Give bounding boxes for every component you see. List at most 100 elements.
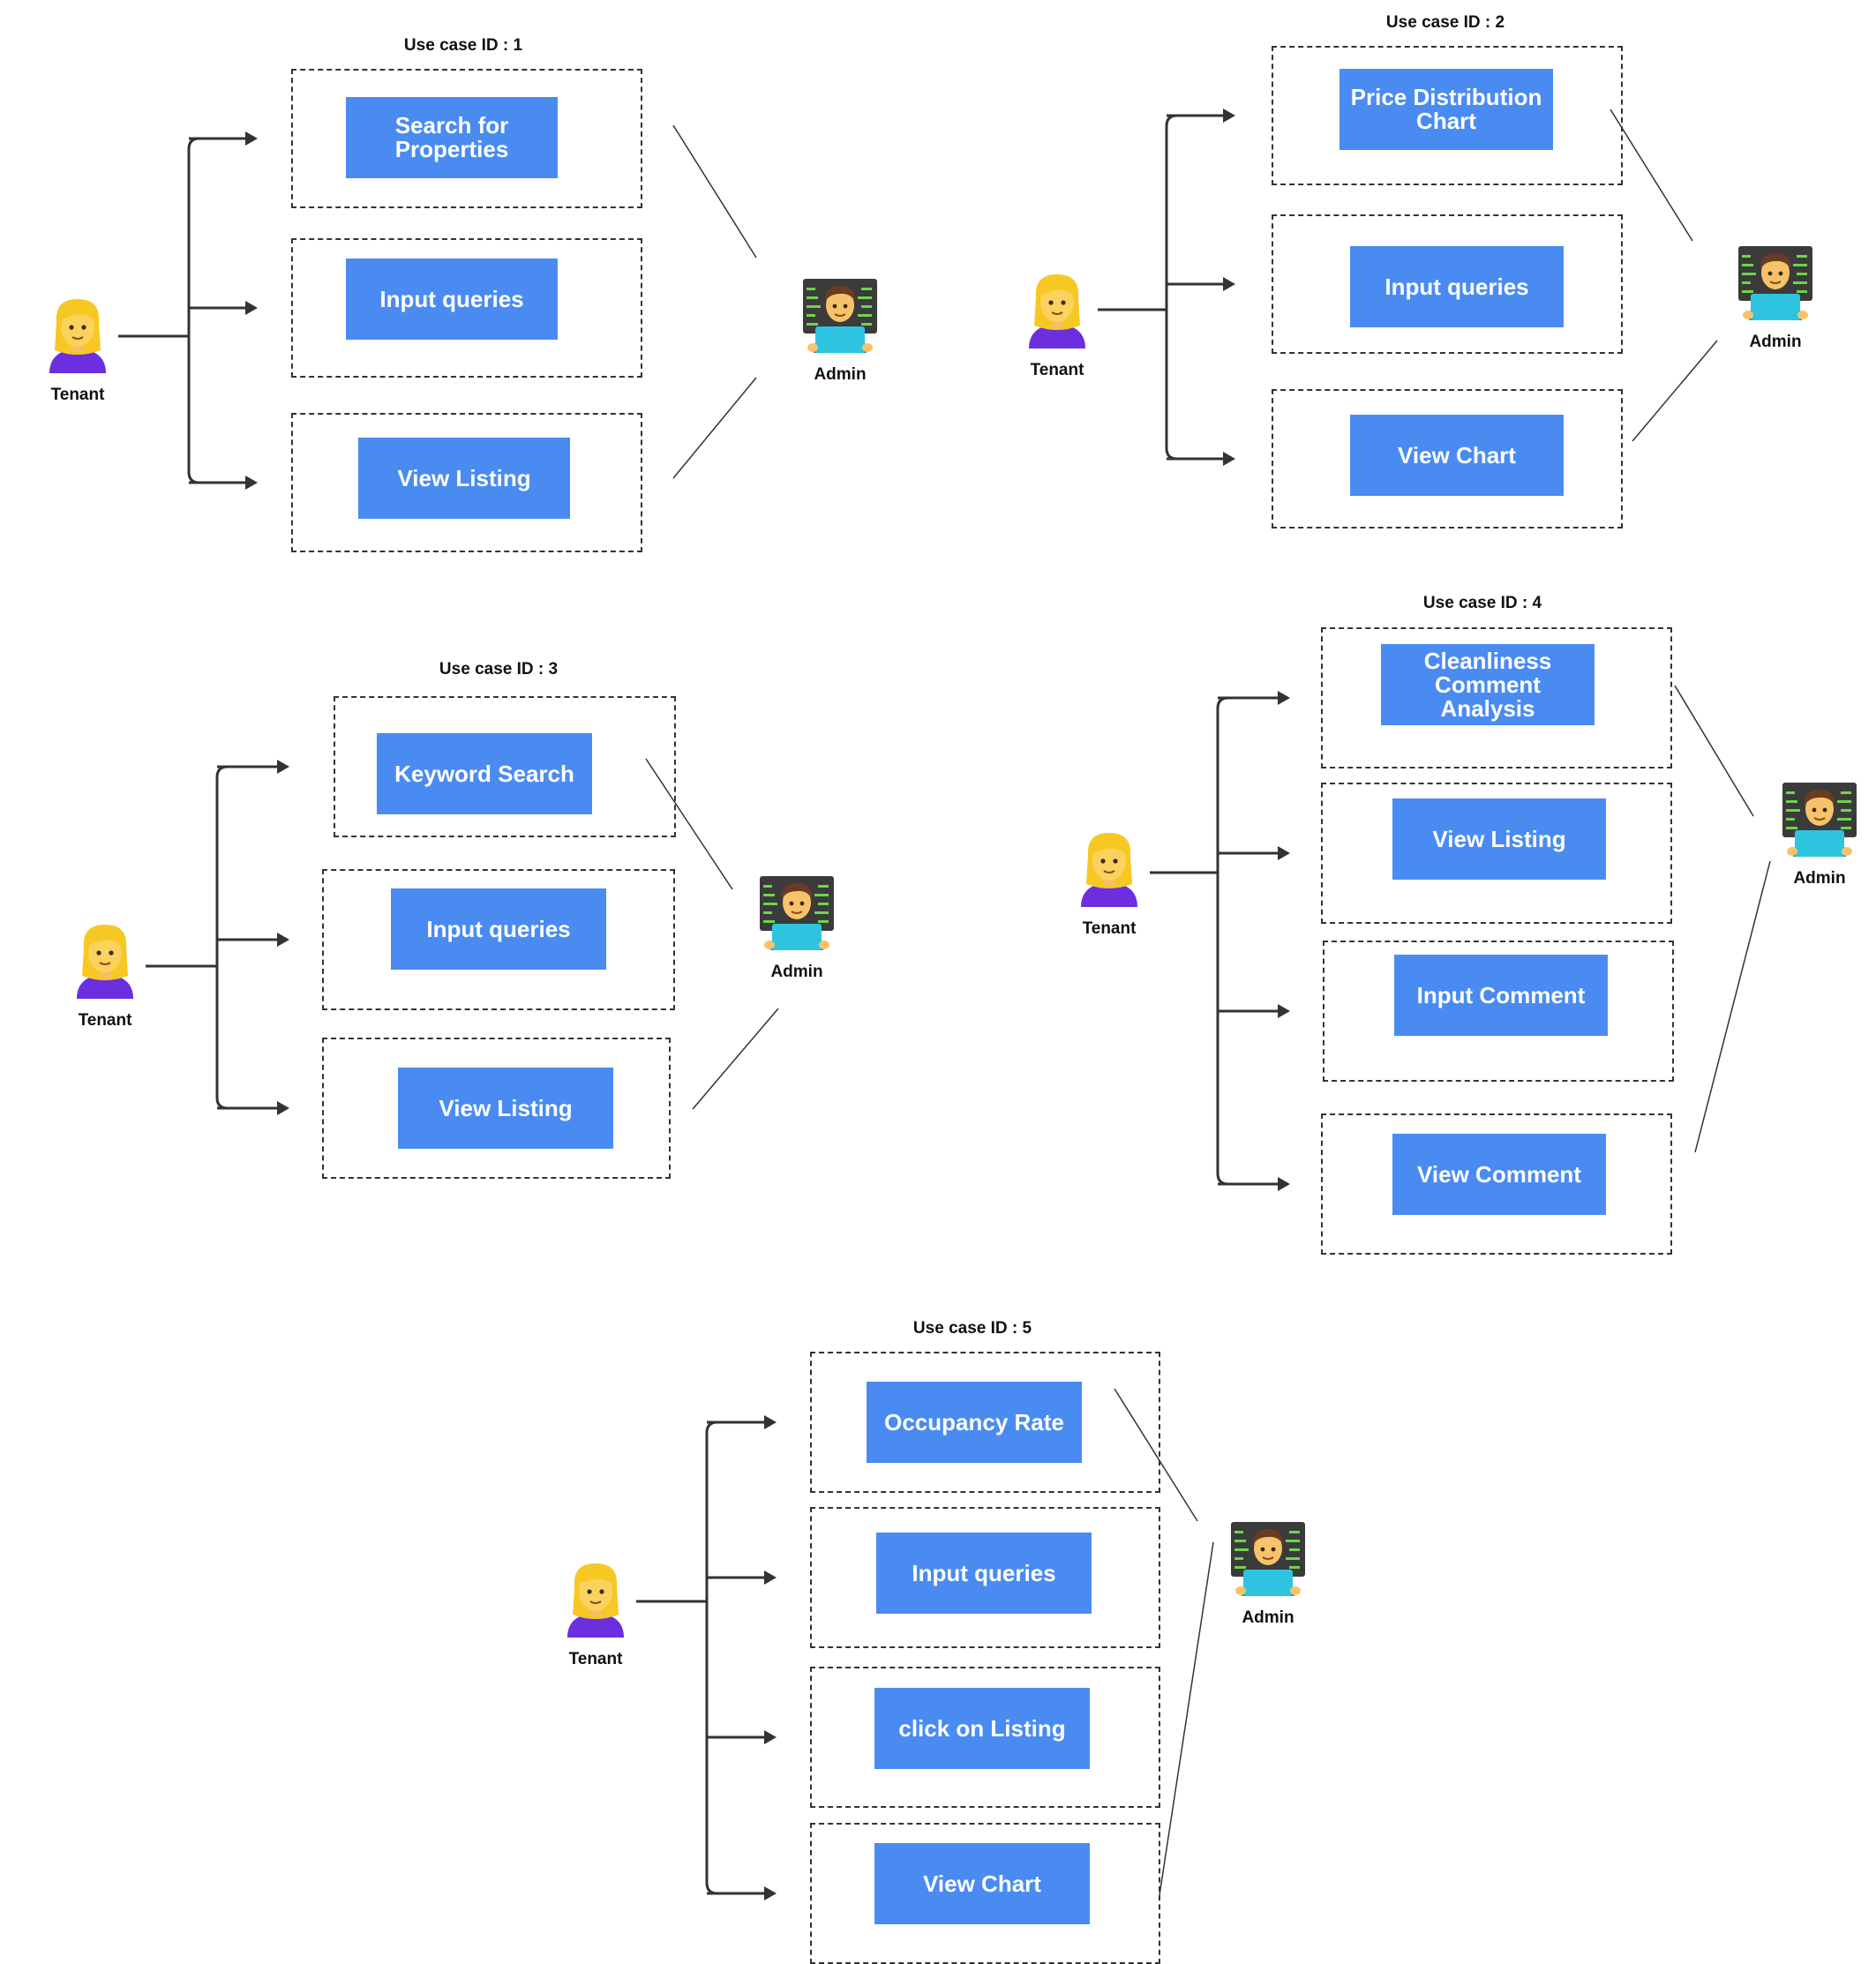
arrow-head-icon bbox=[1278, 691, 1290, 705]
arrow-head-icon bbox=[245, 476, 258, 490]
admin-association-line bbox=[1610, 109, 1693, 242]
arrow-head-icon bbox=[245, 131, 258, 146]
use-case-button[interactable]: Input queries bbox=[1350, 246, 1564, 327]
branch-trunk-line bbox=[187, 137, 200, 484]
use-case-frame bbox=[810, 1352, 1160, 1493]
tenant-label: Tenant bbox=[50, 386, 105, 404]
use-case-button[interactable]: Search for Properties bbox=[346, 97, 558, 178]
woman-blond-hair-icon bbox=[49, 299, 106, 373]
tenant-actor: Tenant bbox=[543, 1560, 649, 1669]
arrow-head-icon bbox=[277, 760, 289, 774]
use-case-frame bbox=[322, 1038, 671, 1179]
use-case-button[interactable]: View Chart bbox=[874, 1843, 1090, 1924]
use-case-frame bbox=[1321, 783, 1672, 924]
admin-association-line bbox=[1694, 860, 1771, 1153]
use-case-button[interactable]: View Listing bbox=[1392, 798, 1606, 880]
use-case-frame bbox=[810, 1667, 1160, 1808]
admin-association-line bbox=[1674, 685, 1754, 817]
admin-actor: Admin bbox=[1215, 1518, 1321, 1628]
use-case-button[interactable]: View Chart bbox=[1350, 415, 1564, 496]
use-case-frame bbox=[1272, 389, 1623, 528]
admin-label: Admin bbox=[1749, 333, 1802, 351]
tenant-actor: Tenant bbox=[1056, 829, 1162, 939]
arrow-head-icon bbox=[277, 933, 289, 947]
arrow-head-icon bbox=[1223, 109, 1235, 123]
use-case-frame bbox=[1323, 941, 1674, 1082]
tenant-label: Tenant bbox=[568, 1650, 623, 1668]
woman-blond-hair-icon bbox=[1081, 833, 1137, 907]
admin-actor: Admin bbox=[1722, 243, 1828, 352]
admin-association-line bbox=[1632, 340, 1718, 442]
use-case-frame bbox=[291, 69, 642, 208]
use-case-button[interactable]: View Comment bbox=[1392, 1134, 1606, 1215]
branch-trunk-line bbox=[1216, 696, 1229, 1186]
use-case-title: Use case ID : 2 bbox=[1385, 13, 1505, 32]
branch-trunk-line bbox=[215, 765, 229, 1110]
man-technologist-icon bbox=[1231, 1522, 1305, 1596]
admin-association-line bbox=[672, 377, 757, 479]
use-case-title: Use case ID : 4 bbox=[1422, 594, 1542, 612]
use-case-button[interactable]: Keyword Search bbox=[377, 733, 592, 814]
branch-trunk-line bbox=[705, 1421, 718, 1895]
tenant-actor: Tenant bbox=[1004, 271, 1110, 380]
arrow-head-icon bbox=[764, 1730, 777, 1744]
use-case-frame bbox=[1321, 1113, 1672, 1255]
tenant-label: Tenant bbox=[1030, 361, 1084, 379]
use-case-button[interactable]: Price Distribution Chart bbox=[1339, 69, 1553, 150]
use-case-button[interactable]: Input queries bbox=[391, 888, 606, 970]
use-case-button[interactable]: View Listing bbox=[358, 438, 570, 519]
admin-actor: Admin bbox=[787, 275, 893, 385]
admin-association-line bbox=[672, 124, 757, 259]
use-case-button[interactable]: Occupancy Rate bbox=[867, 1382, 1082, 1463]
woman-blond-hair-icon bbox=[1029, 274, 1085, 349]
use-case-frame bbox=[291, 413, 642, 552]
arrow-head-icon bbox=[1278, 846, 1290, 860]
use-case-button[interactable]: View Listing bbox=[398, 1068, 613, 1149]
admin-actor: Admin bbox=[744, 873, 850, 982]
use-case-button[interactable]: Input Comment bbox=[1394, 955, 1608, 1036]
man-technologist-icon bbox=[1738, 246, 1812, 320]
admin-label: Admin bbox=[1242, 1608, 1294, 1627]
arrow-head-icon bbox=[764, 1570, 777, 1585]
admin-actor: Admin bbox=[1767, 779, 1872, 888]
man-technologist-icon bbox=[803, 279, 877, 353]
arrow-head-icon bbox=[1223, 452, 1235, 466]
use-case-frame bbox=[810, 1507, 1160, 1648]
arrow-head-icon bbox=[764, 1886, 777, 1900]
arrow-head-icon bbox=[245, 301, 258, 315]
admin-label: Admin bbox=[814, 365, 867, 384]
use-case-frame bbox=[1272, 214, 1623, 354]
arrow-head-icon bbox=[1223, 277, 1235, 291]
use-case-frame bbox=[1272, 46, 1623, 185]
admin-association-line bbox=[1114, 1388, 1198, 1522]
use-case-frame bbox=[322, 869, 675, 1010]
use-case-frame bbox=[291, 238, 642, 378]
tenant-actor: Tenant bbox=[25, 296, 131, 405]
tenant-label: Tenant bbox=[1082, 919, 1137, 938]
man-technologist-icon bbox=[1782, 783, 1857, 857]
admin-association-line bbox=[1159, 1541, 1214, 1896]
use-case-title: Use case ID : 3 bbox=[439, 660, 559, 678]
use-case-title: Use case ID : 5 bbox=[912, 1319, 1032, 1338]
admin-association-line bbox=[692, 1008, 779, 1110]
woman-blond-hair-icon bbox=[77, 925, 133, 999]
use-case-button[interactable]: Cleanliness Comment Analysis bbox=[1381, 644, 1595, 725]
use-case-button[interactable]: click on Listing bbox=[874, 1688, 1090, 1769]
admin-association-line bbox=[645, 758, 733, 890]
man-technologist-icon bbox=[760, 876, 834, 950]
use-case-frame bbox=[1321, 627, 1672, 768]
arrow-head-icon bbox=[277, 1101, 289, 1115]
admin-label: Admin bbox=[1793, 869, 1846, 888]
use-case-title: Use case ID : 1 bbox=[403, 36, 523, 55]
branch-trunk-line bbox=[1165, 114, 1178, 461]
use-case-frame bbox=[334, 696, 676, 837]
arrow-head-icon bbox=[1278, 1004, 1290, 1018]
use-case-button[interactable]: Input queries bbox=[876, 1533, 1092, 1614]
arrow-head-icon bbox=[1278, 1177, 1290, 1191]
tenant-label: Tenant bbox=[78, 1011, 132, 1030]
arrow-head-icon bbox=[764, 1415, 777, 1429]
tenant-actor: Tenant bbox=[52, 921, 158, 1031]
use-case-button[interactable]: Input queries bbox=[346, 259, 558, 340]
